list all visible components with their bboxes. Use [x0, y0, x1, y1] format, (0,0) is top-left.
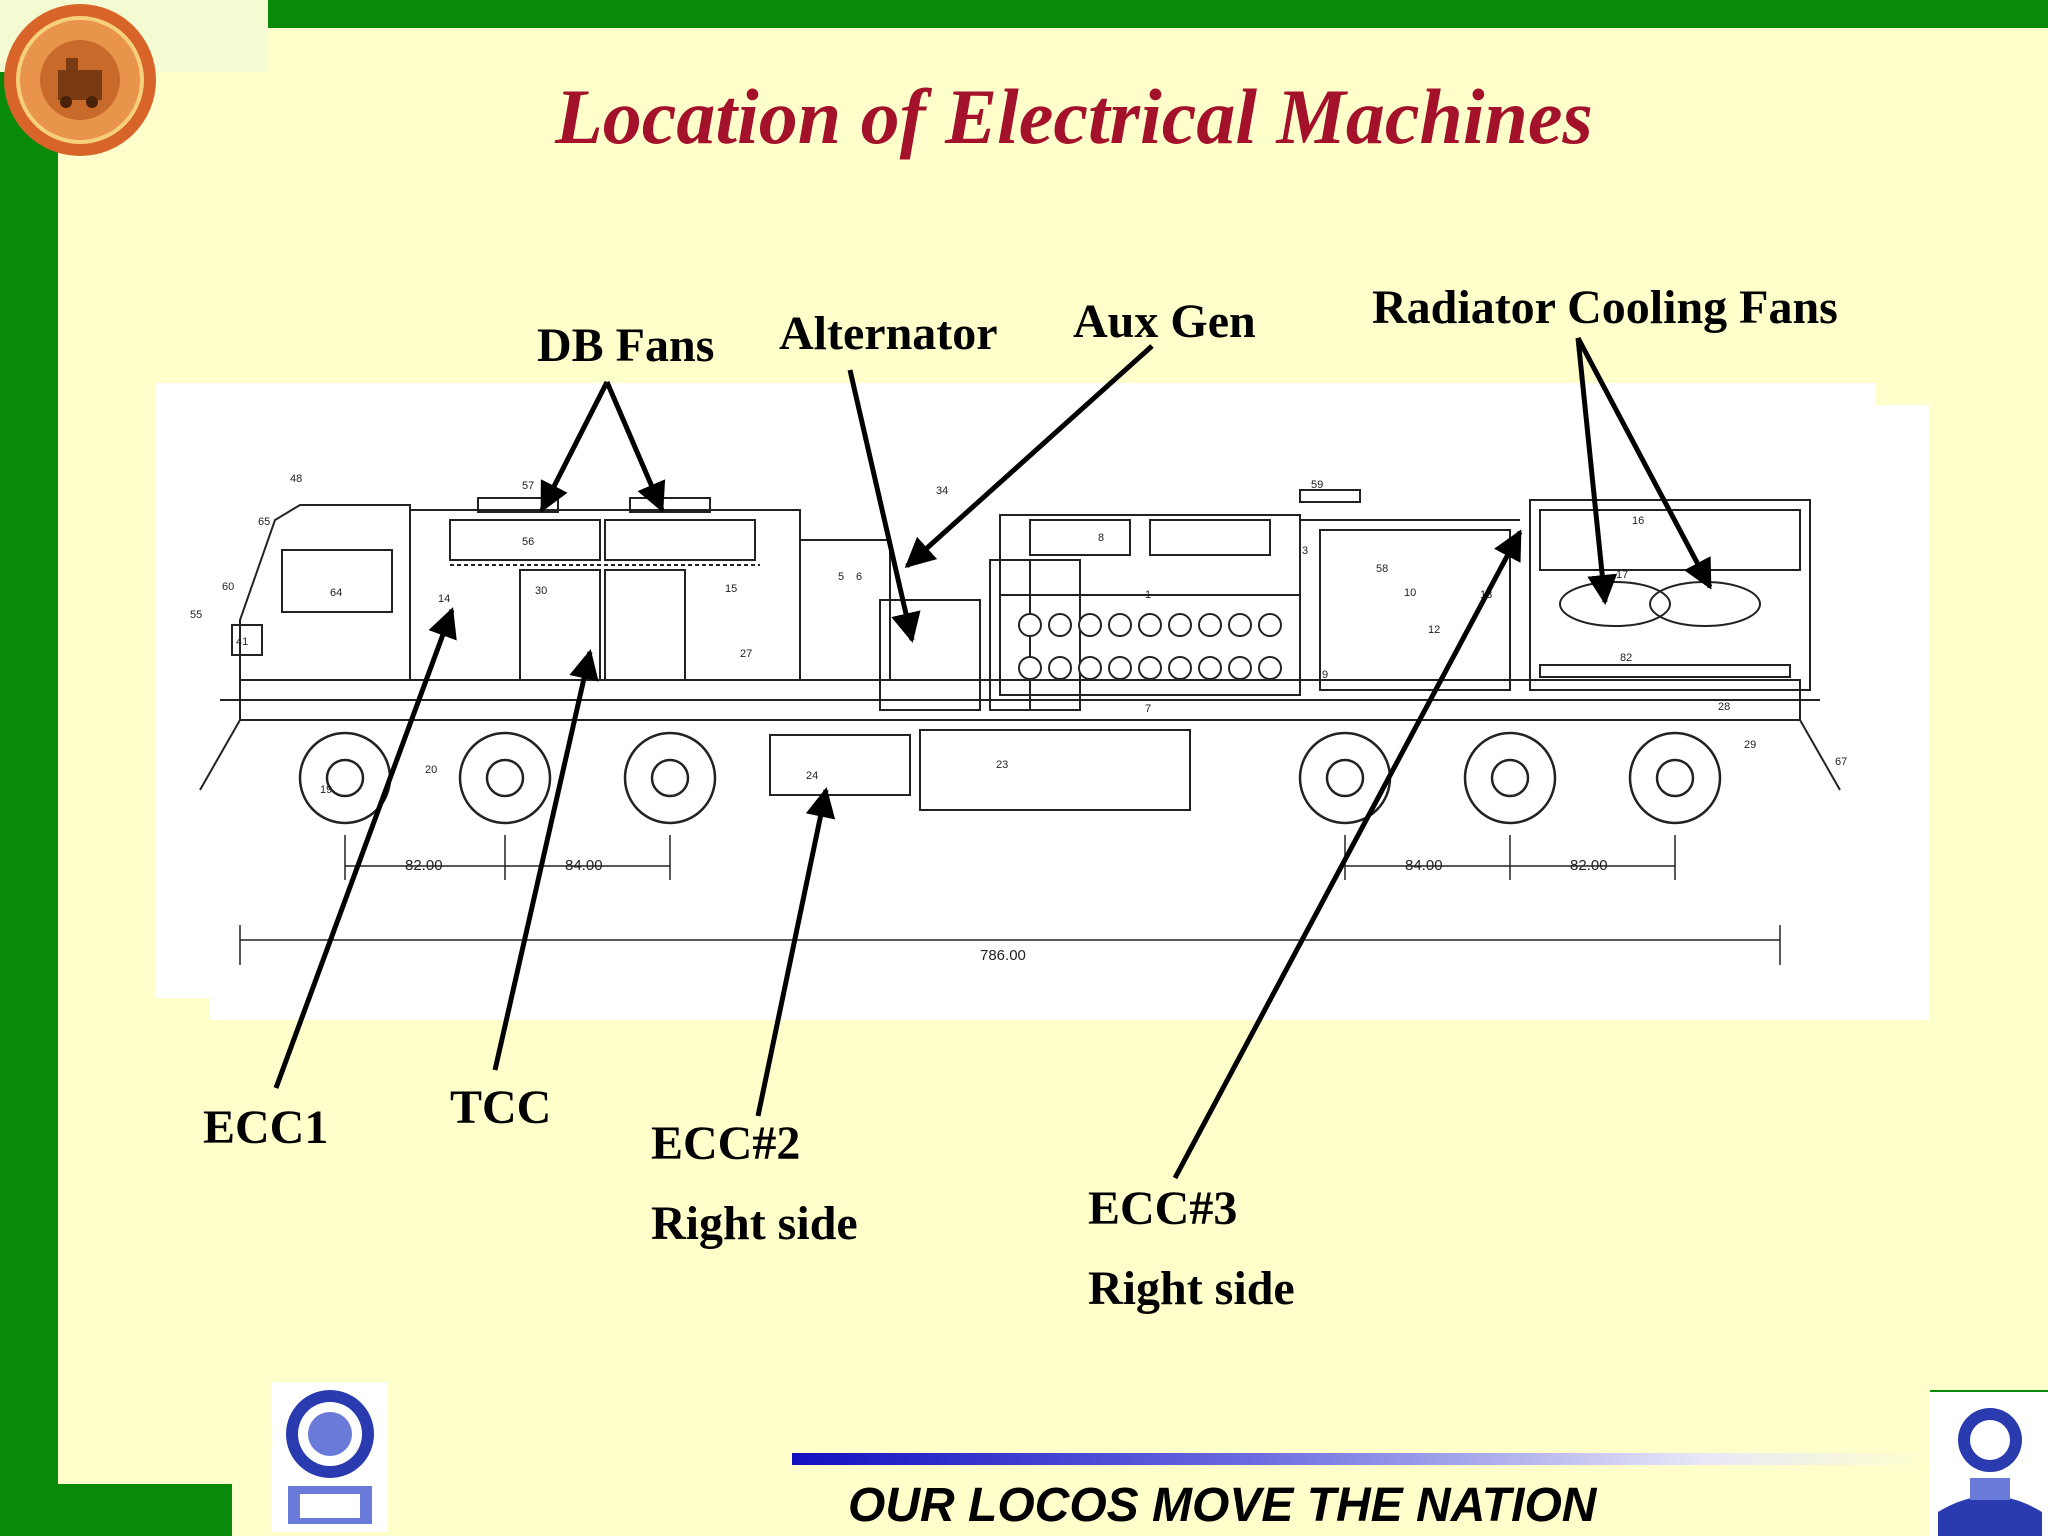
part-number: 55	[190, 609, 202, 621]
part-number: 7	[1145, 703, 1151, 715]
ecc1-arrow	[273, 607, 457, 1089]
ecc3-arrow	[1172, 529, 1523, 1180]
part-number: 24	[806, 770, 818, 782]
dimension-left-a: 82.00	[405, 857, 443, 874]
part-number: 56	[522, 536, 534, 548]
dimension-right-a: 84.00	[1405, 857, 1443, 874]
aux-gen-arrow	[904, 344, 1154, 569]
part-number: 27	[740, 648, 752, 660]
part-number: 48	[290, 473, 302, 485]
radiator-fans-arrow-left	[1575, 337, 1618, 605]
part-number: 16	[1632, 515, 1644, 527]
part-number: 64	[330, 587, 342, 599]
part-number: 9	[1322, 669, 1328, 681]
alternator-arrow	[847, 369, 921, 643]
part-number: 6	[856, 571, 862, 583]
page-title: Location of Electrical Machines	[555, 73, 1593, 160]
part-number: 5	[838, 571, 844, 583]
part-number: 67	[1835, 756, 1847, 768]
dlw-design-logo-icon	[1930, 1392, 2048, 1536]
loco-body	[199, 489, 1841, 811]
footer-gradient-line	[792, 1453, 1932, 1465]
dimension-left-b: 84.00	[565, 857, 603, 874]
db-fans-arrow-right	[604, 381, 666, 513]
top-green-band	[262, 0, 2048, 28]
engine-cylinders	[1018, 613, 1282, 680]
part-number: 82	[1620, 652, 1632, 664]
radiator-fans-arrow-right	[1575, 336, 1713, 590]
label-ecc1: ECC1	[203, 1101, 329, 1154]
part-number: 59	[1311, 479, 1323, 491]
footer-slogan: OUR LOCOS MOVE THE NATION	[848, 1479, 1597, 1532]
left-green-band	[0, 0, 58, 1536]
label-aux-gen: Aux Gen	[1073, 295, 1256, 348]
label-ecc3: ECC#3	[1088, 1182, 1238, 1235]
wheel-sets	[298, 731, 1722, 825]
part-number: 65	[258, 516, 270, 528]
part-number: 20	[425, 764, 437, 776]
part-number: 8	[1098, 532, 1104, 544]
part-number: 57	[522, 480, 534, 492]
part-number: 23	[996, 759, 1008, 771]
label-tcc: TCC	[450, 1081, 552, 1134]
part-number: 12	[1428, 624, 1440, 636]
dimension-right-b: 82.00	[1570, 857, 1608, 874]
part-number: 30	[535, 585, 547, 597]
tcc-arrow	[492, 649, 599, 1071]
label-ecc2: ECC#2	[651, 1117, 801, 1170]
part-number: 41	[236, 636, 248, 648]
db-fans-arrow-left	[539, 380, 610, 513]
part-number: 1	[1145, 589, 1151, 601]
indian-railways-dlw-logo-icon	[272, 1382, 388, 1532]
part-number: 28	[1718, 701, 1730, 713]
part-number: 58	[1376, 563, 1388, 575]
part-number: 60	[222, 581, 234, 593]
part-number: 14	[438, 593, 450, 605]
part-number: 15	[725, 583, 737, 595]
label-radiator-cooling-fans: Radiator Cooling Fans	[1372, 281, 1838, 334]
part-number: 34	[936, 485, 948, 497]
ecc2-arrow	[755, 787, 836, 1117]
label-ecc2-right-side: Right side	[651, 1197, 858, 1250]
part-number: 10	[1404, 587, 1416, 599]
pointer-arrows	[273, 336, 1713, 1180]
label-alternator: Alternator	[779, 307, 998, 360]
part-number: 3	[1302, 545, 1308, 557]
part-number: 17	[1616, 569, 1628, 581]
label-ecc3-right-side: Right side	[1088, 1262, 1295, 1315]
part-number: 19	[320, 784, 332, 796]
label-db-fans: DB Fans	[537, 319, 715, 372]
dimension-overall: 786.00	[980, 947, 1026, 964]
bottom-left-green-band	[0, 1484, 232, 1536]
dlw-emblem-icon	[4, 4, 156, 156]
dimension-lines	[239, 835, 1781, 965]
part-number: 29	[1744, 739, 1756, 751]
